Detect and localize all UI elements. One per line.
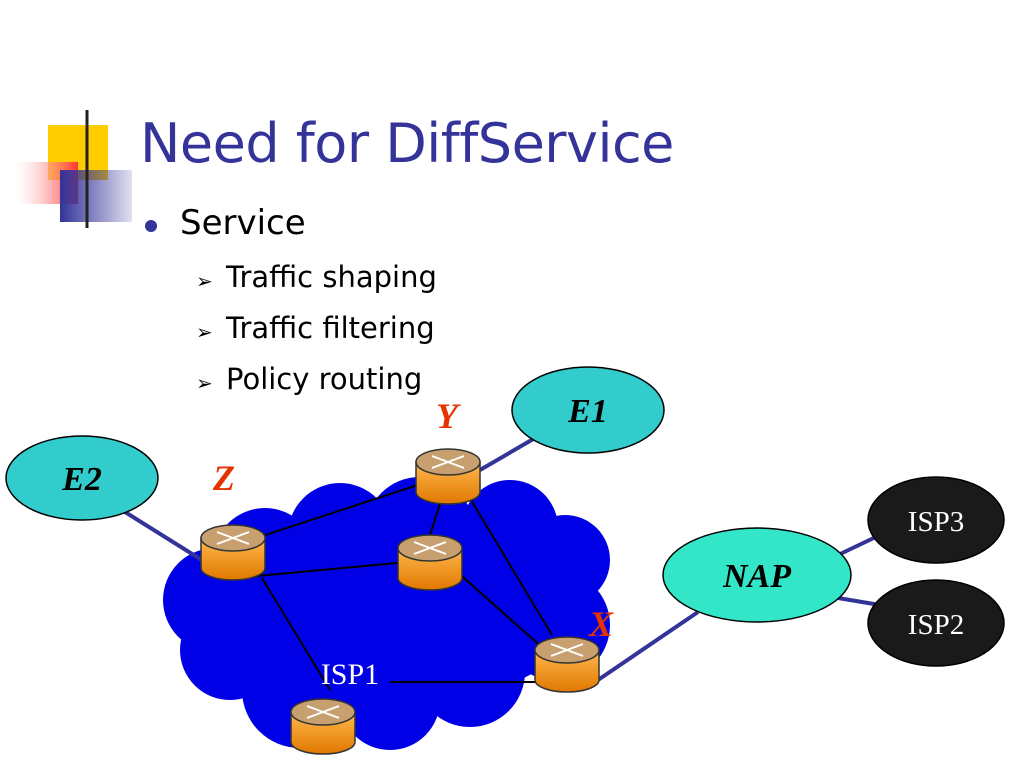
router-z[interactable]: [200, 524, 266, 581]
node-e2-label: E2: [61, 461, 102, 498]
bullet-dot: [145, 220, 157, 232]
bullet-service: Service: [180, 203, 306, 243]
node-isp2-label: ISP2: [908, 609, 964, 641]
router-x[interactable]: [534, 636, 600, 693]
node-isp2[interactable]: [867, 579, 1005, 667]
node-nap[interactable]: [662, 527, 852, 623]
node-isp3[interactable]: [867, 476, 1005, 564]
arrow-bullet-icon: ➢: [196, 320, 213, 344]
node-e1-label: E1: [567, 393, 608, 430]
node-e2[interactable]: [5, 435, 159, 521]
arrow-bullet-icon: ➢: [196, 371, 213, 395]
slide-logo: [14, 110, 132, 228]
access-links: [123, 436, 881, 682]
sub-bullet-2: Traffic filtering: [226, 311, 435, 345]
router-bottom[interactable]: [290, 698, 356, 755]
network-links: [234, 474, 553, 691]
router-center[interactable]: [397, 534, 463, 591]
sub-bullet-3: Policy routing: [226, 362, 423, 396]
sub-bullet-1: Traffic shaping: [226, 260, 437, 294]
arrow-bullet-icon: ➢: [196, 269, 213, 293]
node-e1[interactable]: [511, 366, 665, 454]
router-z-label: Z: [212, 458, 235, 498]
isp1-cloud: [163, 477, 610, 750]
router-y-label: Y: [436, 396, 461, 436]
node-isp3-label: ISP3: [908, 506, 964, 538]
cloud-label: ISP1: [321, 658, 379, 691]
router-x-label: X: [588, 604, 614, 644]
router-y[interactable]: [415, 448, 481, 505]
node-nap-label: NAP: [722, 558, 791, 595]
slide-title: Need for DiffService: [140, 112, 674, 175]
